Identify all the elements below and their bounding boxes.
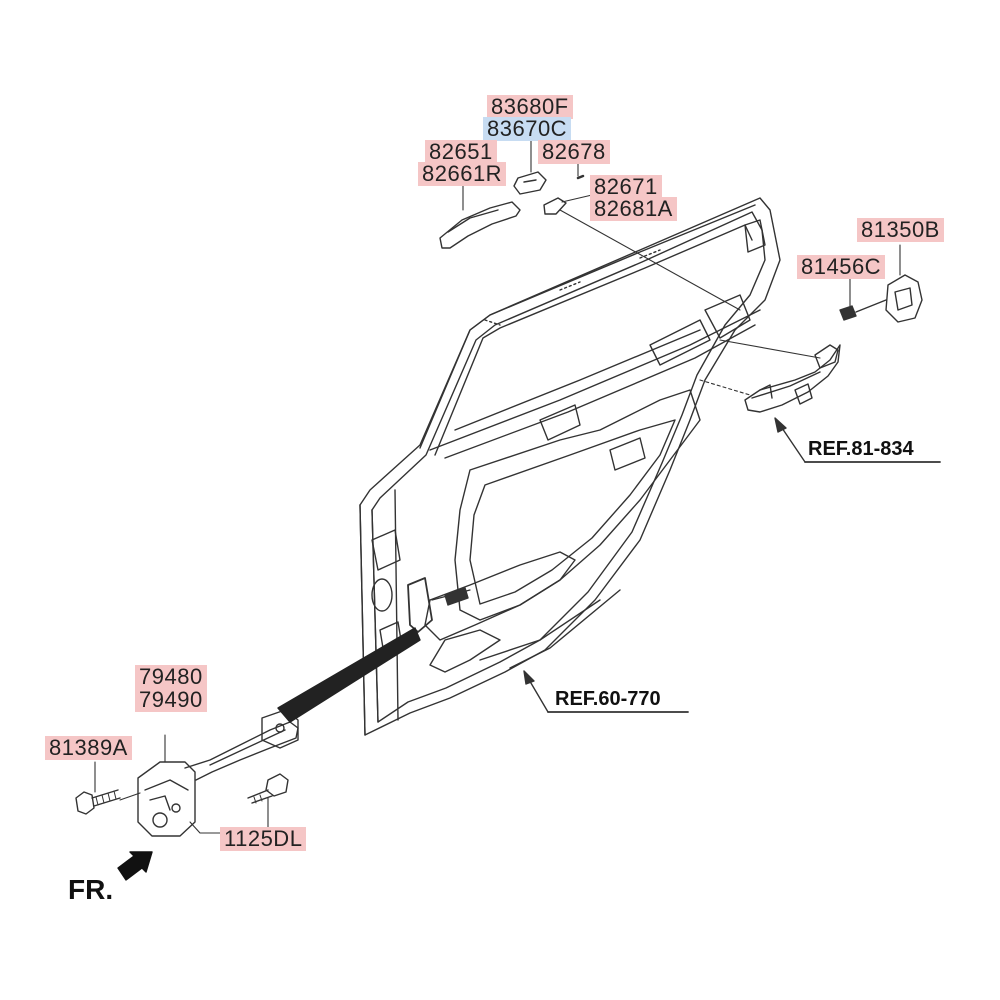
part-label-82681a: 82681A [590, 197, 677, 221]
ref-lock-pointer [775, 418, 940, 462]
ref-label-door: REF.60-770 [555, 688, 661, 710]
part-label-79490: 79490 [135, 688, 207, 712]
part-label-81350b: 81350B [857, 218, 944, 242]
part-label-82671: 82671 [590, 175, 662, 199]
bolt-1125DL [248, 774, 288, 803]
front-direction-arrow [118, 852, 152, 880]
part-label-82678: 82678 [538, 140, 610, 164]
part-label-83680f: 83680F [487, 95, 573, 119]
part-label-1125dl: 1125DL [220, 827, 307, 851]
rear-door-panel [360, 198, 780, 735]
door-latch-assembly [745, 345, 840, 412]
door-check-link [138, 628, 420, 836]
front-direction-label: FR. [68, 874, 114, 905]
part-label-79480: 79480 [135, 665, 207, 689]
part-label-81456c: 81456C [797, 255, 886, 279]
ref-door-pointer [524, 671, 688, 712]
part-label-82661r: 82661R [418, 162, 507, 186]
part-label-83670c: 83670C [483, 117, 572, 141]
leader-lines [95, 140, 900, 833]
part-label-82651: 82651 [425, 140, 497, 164]
part-label-81389a: 81389A [45, 736, 132, 760]
bolt-81389A [76, 790, 120, 814]
outside-handle-assembly [440, 172, 583, 248]
striker [840, 275, 922, 322]
ref-label-lock: REF.81-834 [808, 438, 914, 460]
